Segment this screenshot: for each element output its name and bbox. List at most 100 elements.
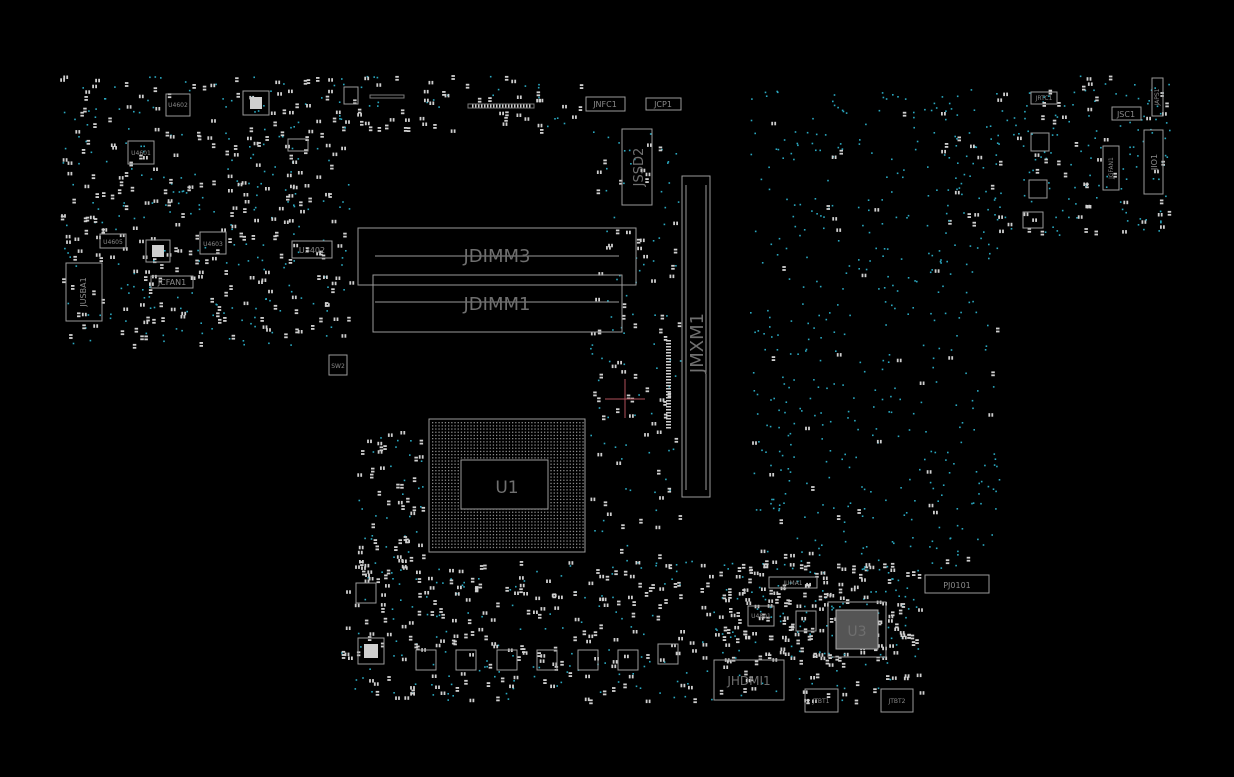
smd-pad bbox=[970, 144, 972, 149]
bga-ball bbox=[528, 546, 530, 549]
via bbox=[676, 680, 679, 683]
bga-ball bbox=[576, 447, 578, 449]
mxm-slot-jmxm1[interactable]: JMXM1 bbox=[681, 175, 711, 498]
smd-pad bbox=[319, 175, 322, 179]
smd-pad bbox=[855, 681, 860, 684]
smd-pad bbox=[139, 239, 141, 244]
via bbox=[1015, 124, 1017, 127]
bga-ball bbox=[467, 534, 469, 536]
via bbox=[778, 409, 780, 412]
connector-pin bbox=[666, 343, 671, 345]
smd-pad bbox=[316, 80, 320, 82]
bga-ball bbox=[560, 434, 562, 437]
ssd-connector-jssd2[interactable]: JSSD2 bbox=[621, 128, 653, 206]
smd-pad bbox=[582, 633, 587, 636]
smd-pad bbox=[786, 616, 789, 620]
bga-ball bbox=[457, 534, 459, 536]
bga-ball bbox=[444, 514, 447, 517]
dimm-slot-jdimm1[interactable]: JDIMM1 bbox=[372, 274, 623, 333]
smd-pad bbox=[894, 627, 897, 631]
via bbox=[950, 349, 953, 351]
dimm-slot-jdimm3[interactable]: JDIMM3 bbox=[357, 227, 637, 286]
bga-ball bbox=[569, 537, 571, 539]
via bbox=[948, 472, 951, 474]
bga-ball bbox=[441, 428, 443, 430]
bga-ball bbox=[524, 434, 527, 437]
smd-pad bbox=[289, 154, 293, 157]
smd-pad bbox=[807, 698, 809, 703]
bga-ball bbox=[448, 489, 450, 491]
smd-pad bbox=[597, 452, 600, 457]
bga-ball bbox=[441, 492, 443, 494]
smd-pad bbox=[404, 564, 407, 569]
smd-pad bbox=[702, 643, 705, 647]
bga-ball bbox=[515, 524, 517, 526]
smd-pad bbox=[815, 699, 817, 703]
bga-ball bbox=[499, 511, 501, 513]
via bbox=[668, 449, 670, 452]
smd-pad bbox=[614, 364, 617, 369]
via bbox=[794, 131, 797, 133]
bga-ball bbox=[464, 425, 466, 427]
bga-ball bbox=[441, 482, 443, 485]
smd-pad bbox=[797, 632, 800, 637]
smd-pad bbox=[1077, 215, 1080, 219]
bga-ball bbox=[553, 546, 555, 549]
smd-pad bbox=[359, 560, 361, 564]
bga-ball bbox=[550, 530, 552, 533]
bga-ball bbox=[470, 530, 472, 533]
smd-pad bbox=[873, 691, 877, 694]
smd-pad bbox=[1122, 230, 1124, 234]
via bbox=[632, 313, 634, 316]
smd-pad bbox=[88, 90, 91, 94]
via bbox=[625, 294, 628, 297]
bga-ball bbox=[576, 486, 578, 488]
bga-ball bbox=[534, 518, 536, 520]
bga-ball bbox=[444, 505, 447, 507]
bga-ball bbox=[540, 431, 543, 433]
via bbox=[360, 86, 363, 89]
smd-pad bbox=[719, 692, 724, 695]
via bbox=[237, 263, 240, 266]
via bbox=[150, 178, 153, 180]
bga-ball bbox=[556, 518, 559, 520]
connector-pin bbox=[666, 382, 671, 384]
bga-ball bbox=[534, 438, 536, 440]
bga-ball bbox=[476, 546, 479, 549]
smd-pad bbox=[635, 561, 638, 565]
smd-pad bbox=[668, 564, 673, 567]
bga-ball bbox=[544, 425, 546, 427]
smd-pad bbox=[1087, 107, 1090, 112]
smd-pad bbox=[421, 543, 423, 548]
smd-pad bbox=[623, 686, 627, 689]
bga-ball bbox=[556, 546, 559, 549]
smd-pad bbox=[405, 118, 407, 122]
smd-pad bbox=[579, 84, 584, 86]
smd-pad bbox=[638, 582, 642, 585]
via bbox=[837, 304, 839, 306]
smd-pad bbox=[763, 549, 766, 554]
smd-pad bbox=[427, 98, 429, 103]
smd-pad bbox=[119, 181, 124, 184]
smd-pad bbox=[224, 294, 228, 297]
smd-pad bbox=[523, 592, 525, 596]
smd-pad bbox=[158, 107, 161, 111]
cpu-u1[interactable]: U1 bbox=[428, 418, 586, 553]
bga-ball bbox=[560, 457, 562, 459]
smd-pad bbox=[728, 594, 732, 596]
smd-pad bbox=[408, 638, 413, 641]
bga-ball bbox=[521, 431, 523, 433]
bga-ball bbox=[566, 505, 568, 507]
via bbox=[924, 458, 926, 461]
via bbox=[344, 127, 346, 129]
via bbox=[1158, 178, 1160, 181]
smd-pad bbox=[722, 597, 727, 600]
via bbox=[770, 502, 772, 505]
via bbox=[956, 188, 958, 191]
smd-pad bbox=[901, 606, 906, 608]
smd-pad bbox=[775, 601, 779, 604]
bga-ball bbox=[476, 447, 479, 449]
bga-ball bbox=[480, 454, 482, 456]
smd-pad bbox=[822, 628, 825, 633]
via bbox=[841, 109, 844, 112]
